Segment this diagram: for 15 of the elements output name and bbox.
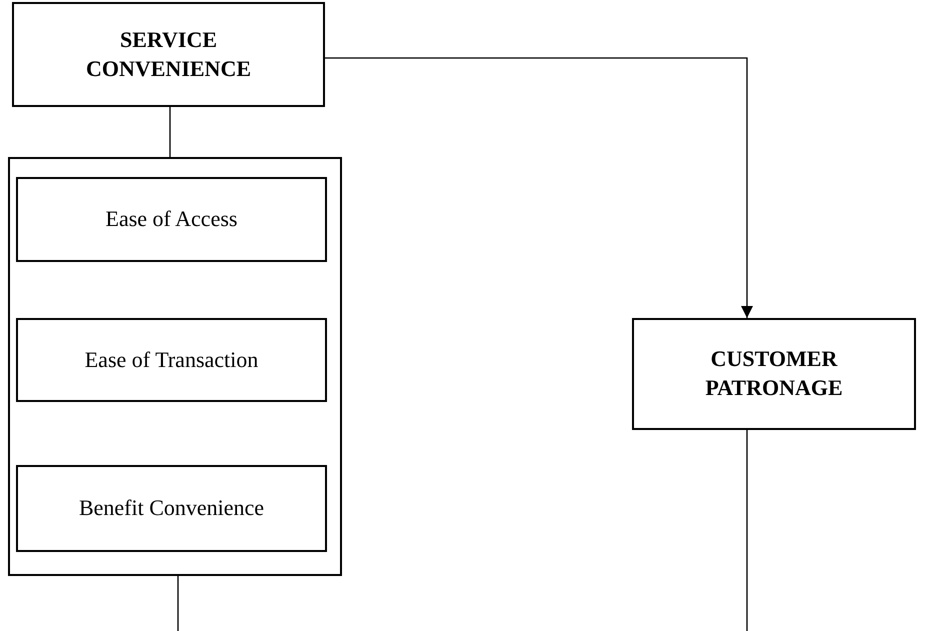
- connector-line: [177, 576, 179, 631]
- label-text: Ease of Access: [106, 205, 238, 234]
- heading-text: CUSTOMER PATRONAGE: [704, 345, 844, 402]
- group-box: [8, 157, 342, 576]
- dimension-box: [16, 177, 327, 262]
- dimension-box: [16, 465, 327, 552]
- label-text: Benefit Convenience: [78, 494, 264, 522]
- label-text: Ease of Transaction: [84, 346, 258, 374]
- outcome-box: [632, 318, 916, 430]
- heading-text: SERVICE CONVENIENCE: [84, 26, 252, 82]
- connector-line: [746, 430, 748, 631]
- connector-line: [169, 107, 171, 157]
- dimension-box: [16, 318, 327, 402]
- arrow: [325, 57, 753, 318]
- concept-box: [12, 2, 325, 107]
